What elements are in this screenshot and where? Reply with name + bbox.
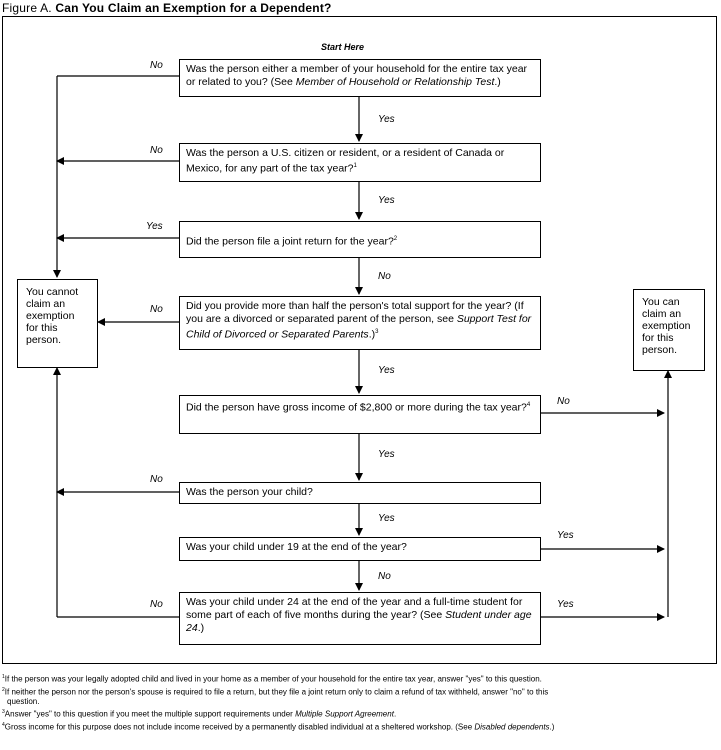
- question-support: Did you provide more than half the perso…: [179, 296, 541, 350]
- outcome-cannot-claim: You cannot claim an exemption for this p…: [17, 279, 98, 368]
- footnote-2: 2If neither the person nor the person's …: [2, 686, 549, 697]
- flowchart-frame: [2, 16, 717, 664]
- question-your-child: Was the person your child?: [179, 482, 541, 504]
- footnote-2-cont: question.: [7, 697, 40, 707]
- question-student-under-24: Was your child under 24 at the end of th…: [179, 592, 541, 645]
- label-no-q3: No: [378, 271, 391, 282]
- label-no-q2: No: [150, 145, 163, 156]
- outcome-can-claim: You can claim an exemption for this pers…: [633, 289, 705, 371]
- footnotes: 1If the person was your legally adopted …: [2, 672, 718, 733]
- label-no-q4: No: [150, 304, 163, 315]
- figure-title: Figure A. Can You Claim an Exemption for…: [2, 1, 332, 15]
- question-under-19: Was your child under 19 at the end of th…: [179, 537, 541, 561]
- label-no-q5: No: [557, 396, 570, 407]
- label-no-q8: No: [150, 599, 163, 610]
- footnote-4: 4Gross income for this purpose does not …: [2, 721, 555, 732]
- footnote-1: 1If the person was your legally adopted …: [2, 674, 542, 684]
- label-yes-q3: Yes: [146, 221, 163, 232]
- label-yes-q5: Yes: [378, 449, 395, 460]
- label-yes-q7: Yes: [557, 530, 574, 541]
- label-no-q6: No: [150, 474, 163, 485]
- label-yes-q4: Yes: [378, 365, 395, 376]
- question-gross-income: Did the person have gross income of $2,8…: [179, 395, 541, 434]
- label-no-q7: No: [378, 571, 391, 582]
- label-no-q1: No: [150, 60, 163, 71]
- figure-title-prefix: Figure A.: [2, 1, 52, 15]
- question-citizen: Was the person a U.S. citizen or residen…: [179, 143, 541, 182]
- label-yes-q8: Yes: [557, 599, 574, 610]
- start-label: Start Here: [321, 42, 365, 52]
- footnote-3: 3Answer "yes" to this question if you me…: [2, 709, 397, 719]
- question-joint-return: Did the person file a joint return for t…: [179, 221, 541, 258]
- label-yes-q6: Yes: [378, 513, 395, 524]
- question-household: Was the person either a member of your h…: [179, 59, 541, 97]
- figure-title-text: Can You Claim an Exemption for a Depende…: [55, 1, 332, 15]
- label-yes-q2: Yes: [378, 195, 395, 206]
- label-yes-q1: Yes: [378, 114, 395, 125]
